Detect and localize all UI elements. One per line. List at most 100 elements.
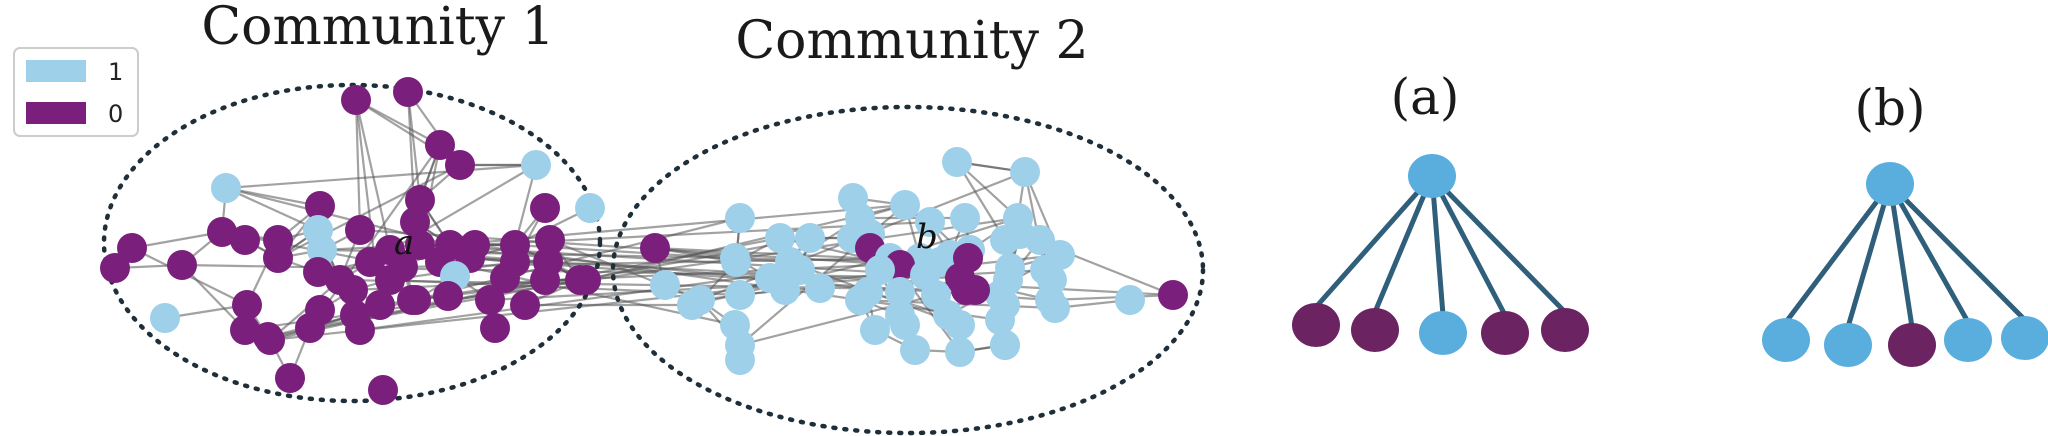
graph-node-class-1 <box>795 223 825 253</box>
graph-node-class-0 <box>397 285 427 315</box>
panel-a-star <box>1292 154 1589 355</box>
graph-node-class-0 <box>1158 280 1188 310</box>
graph-node-class-1 <box>890 190 920 220</box>
graph-node-class-1 <box>942 147 972 177</box>
graph-node-class-0 <box>341 85 371 115</box>
graph-node-class-0 <box>275 363 305 393</box>
graph-node-class-0 <box>535 225 565 255</box>
graph-node-class-0 <box>100 253 130 283</box>
graph-node-class-0 <box>295 313 325 343</box>
graph-node-class-1 <box>725 203 755 233</box>
graph-edge <box>956 161 1006 241</box>
graph-edge <box>131 230 223 250</box>
graph-node-class-1 <box>725 345 755 375</box>
graph-node-class-0 <box>263 243 293 273</box>
panel-a-child-node <box>1541 308 1589 352</box>
panel-a-child-node <box>1292 303 1340 347</box>
community-boundaries <box>101 82 1206 436</box>
panel-a-child-node <box>1351 308 1399 352</box>
community-1-title: Community 1 <box>201 0 554 57</box>
graph-node-class-0 <box>253 322 283 352</box>
graph-node-class-1 <box>900 335 930 365</box>
legend-label-0: 0 <box>108 100 123 128</box>
graph-node-class-1 <box>765 223 795 253</box>
panel-a-edge <box>1313 173 1435 310</box>
graph-edge <box>354 99 362 231</box>
panel-b-child-node <box>1824 323 1872 367</box>
graph-node-class-1 <box>945 310 975 340</box>
panel-b-child-node <box>1944 318 1992 362</box>
graph-node-class-0 <box>571 265 601 295</box>
legend: 1 0 <box>13 47 139 137</box>
graph-node-class-0 <box>510 290 540 320</box>
graph-node-class-1 <box>650 270 680 300</box>
panel-b-child-node <box>1888 323 1936 367</box>
panel-a-child-node <box>1481 311 1529 355</box>
graph-node-class-0 <box>365 290 395 320</box>
legend-label-1: 1 <box>108 58 123 86</box>
graph-edge <box>309 144 441 329</box>
graph-node-class-0 <box>167 250 197 280</box>
graph-node-class-0 <box>338 275 368 305</box>
graph-edge <box>225 163 537 190</box>
graph-node-class-0 <box>960 275 990 305</box>
panel-a-edge <box>1429 173 1446 318</box>
graph-node-class-0 <box>640 233 670 263</box>
graph-node-class-1 <box>1040 293 1070 323</box>
panel-b-edge <box>1783 181 1893 325</box>
graph-edge <box>1049 293 1174 302</box>
graph-node-class-0 <box>433 281 463 311</box>
graph-node-class-1 <box>885 277 915 307</box>
community-1-boundary <box>101 82 603 404</box>
graph-nodes <box>100 77 1188 405</box>
graph-node-class-0 <box>375 265 405 295</box>
panel-b-edge <box>1887 181 1915 330</box>
graph-node-class-1 <box>677 290 707 320</box>
graph-node-class-1 <box>150 303 180 333</box>
graph-node-class-0 <box>405 230 435 260</box>
panel-a-edge <box>1429 173 1568 315</box>
legend-swatch-0 <box>26 102 86 124</box>
graph-node-class-0 <box>305 191 335 221</box>
graph-edge <box>406 91 422 201</box>
graph-node-class-0 <box>475 285 505 315</box>
graph-node-class-1 <box>890 310 920 340</box>
graph-node-class-1 <box>720 243 750 273</box>
panel-b-edge <box>1887 181 2028 323</box>
panel-b-child-node <box>1762 318 1810 362</box>
graph-node-class-1 <box>990 225 1020 255</box>
graph-node-class-0 <box>393 77 423 107</box>
graph-node-class-0 <box>530 193 560 223</box>
node-label-b: b <box>916 217 938 257</box>
graph-node-class-0 <box>490 263 520 293</box>
graph-node-class-0 <box>355 247 385 277</box>
graph-node-class-0 <box>445 150 475 180</box>
graph-node-class-0 <box>117 233 147 263</box>
graph-node-class-0 <box>480 313 510 343</box>
graph-node-class-1 <box>211 173 241 203</box>
panel-a-child-node <box>1419 311 1467 355</box>
graph-node-class-1 <box>1115 285 1145 315</box>
panel-a-edge <box>1429 173 1508 318</box>
graph-node-class-0 <box>530 265 560 295</box>
node-label-a: a <box>394 223 414 263</box>
panel-a-title: (a) <box>1391 68 1460 126</box>
panel-b-edge <box>1887 181 1971 325</box>
graph-node-class-1 <box>845 285 875 315</box>
graph-node-class-1 <box>990 330 1020 360</box>
graph-node-class-0 <box>425 130 455 160</box>
panel-b-title: (b) <box>1854 79 1925 137</box>
graph-node-class-0 <box>345 315 375 345</box>
panel-a-root-node <box>1408 154 1456 198</box>
panel-b-star <box>1762 162 2048 367</box>
graph-node-class-1 <box>575 193 605 223</box>
graph-edge <box>402 256 921 269</box>
graph-node-class-0 <box>230 225 260 255</box>
graph-node-class-0 <box>230 315 260 345</box>
graph-node-class-0 <box>232 290 262 320</box>
graph-edge <box>225 186 319 232</box>
graph-node-class-1 <box>985 305 1015 335</box>
graph-node-class-1 <box>915 207 945 237</box>
graph-node-class-1 <box>521 150 551 180</box>
panel-b-edge <box>1845 181 1893 330</box>
